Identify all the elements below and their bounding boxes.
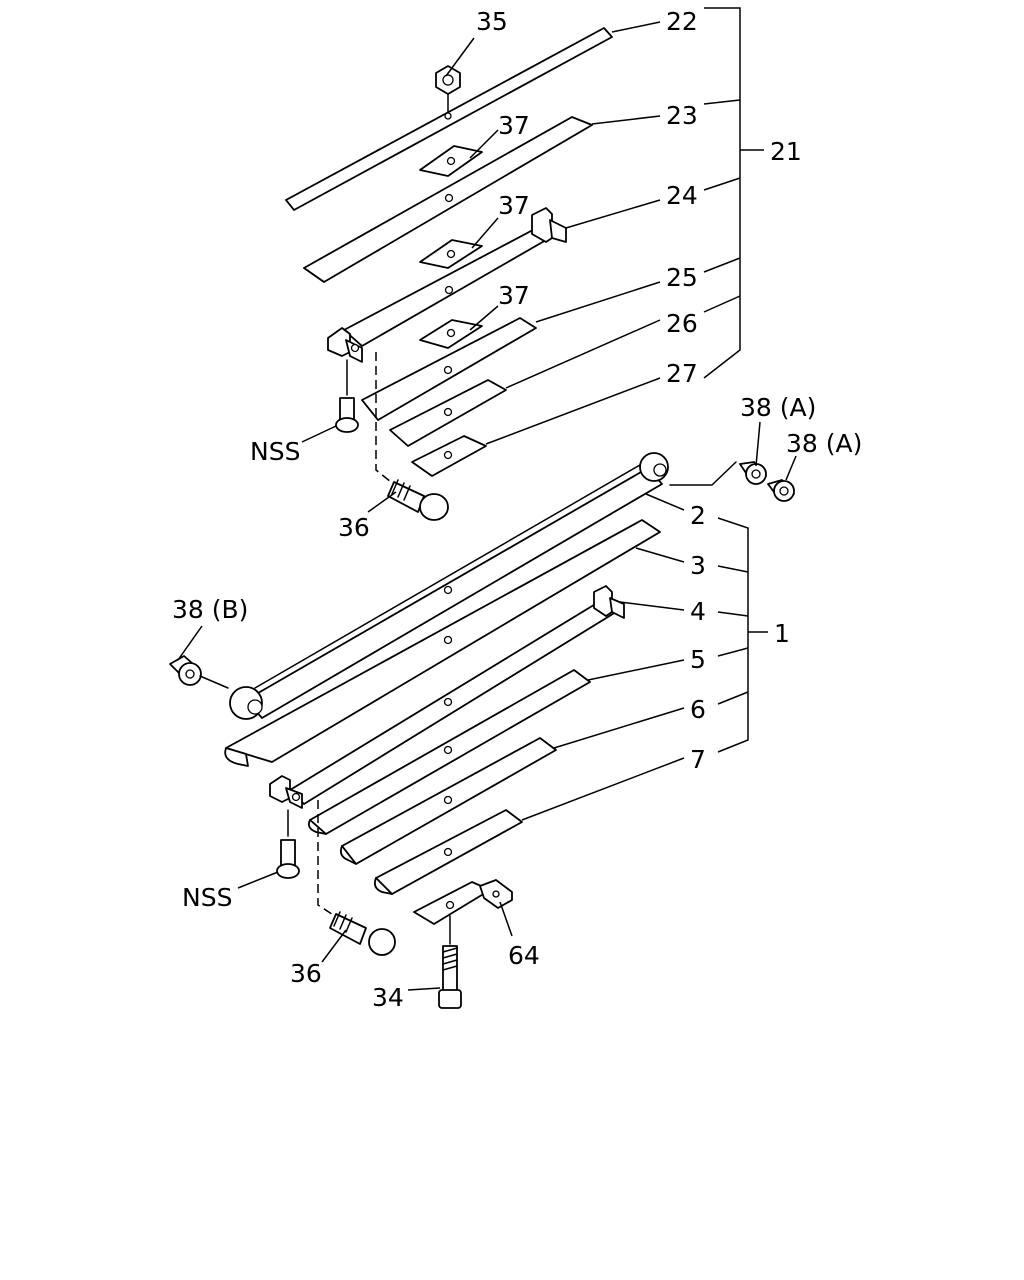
pad-37-b	[419, 239, 483, 295]
bushing-38-b	[169, 655, 229, 689]
pad-37-c	[419, 319, 483, 349]
callout-6: 6	[690, 695, 706, 724]
leaf-24	[327, 207, 567, 363]
callout-nss-top: NSS	[250, 437, 300, 466]
callout-26: 26	[666, 309, 698, 338]
leaf-5	[307, 669, 591, 835]
bolt-34	[438, 915, 462, 1009]
callout-2: 2	[690, 501, 706, 530]
callout-1: 1	[774, 619, 790, 648]
callout-3: 3	[690, 551, 706, 580]
callout-37-c: 37	[498, 281, 530, 310]
callout-5: 5	[690, 645, 706, 674]
leaf-27	[411, 435, 487, 477]
leaf-4	[269, 585, 625, 809]
leaf-2	[229, 452, 669, 720]
callout-nss-bottom: NSS	[182, 883, 232, 912]
leaf-26	[389, 379, 507, 447]
leaf-25	[361, 317, 537, 421]
callout-23: 23	[666, 101, 698, 130]
leaf-6	[339, 737, 557, 865]
callout-21: 21	[770, 137, 802, 166]
leaf-7	[373, 809, 523, 895]
callout-7: 7	[690, 745, 706, 774]
callout-38b: 38 (B)	[172, 595, 248, 624]
callout-64: 64	[508, 941, 540, 970]
callout-25: 25	[666, 263, 698, 292]
callout-36-bottom: 36	[290, 959, 322, 988]
callout-34: 34	[372, 983, 404, 1012]
leader-lines	[177, 21, 797, 991]
callout-36-top: 36	[338, 513, 370, 542]
callout-38a-2: 38 (A)	[786, 429, 862, 458]
callout-27: 27	[666, 359, 698, 388]
callout-22: 22	[666, 7, 698, 36]
callout-37-a: 37	[498, 111, 530, 140]
callout-35: 35	[476, 7, 508, 36]
bushing-38-a-1	[669, 461, 767, 486]
center-bolt-nss-top	[335, 359, 359, 433]
callout-4: 4	[690, 597, 706, 626]
nut-35	[435, 65, 461, 120]
pad-37-a	[419, 145, 483, 203]
leaf-3	[224, 519, 661, 767]
plate-64	[413, 879, 513, 925]
bolt-36-bottom	[317, 800, 396, 956]
bracket-1	[717, 517, 768, 753]
callout-37-b: 37	[498, 191, 530, 220]
center-bolt-nss-bottom	[276, 809, 300, 879]
callout-38a-1: 38 (A)	[740, 393, 816, 422]
bolt-36-top	[375, 352, 449, 521]
bracket-21	[703, 7, 764, 379]
bushing-38-a-2	[767, 479, 795, 502]
callout-24: 24	[666, 181, 698, 210]
